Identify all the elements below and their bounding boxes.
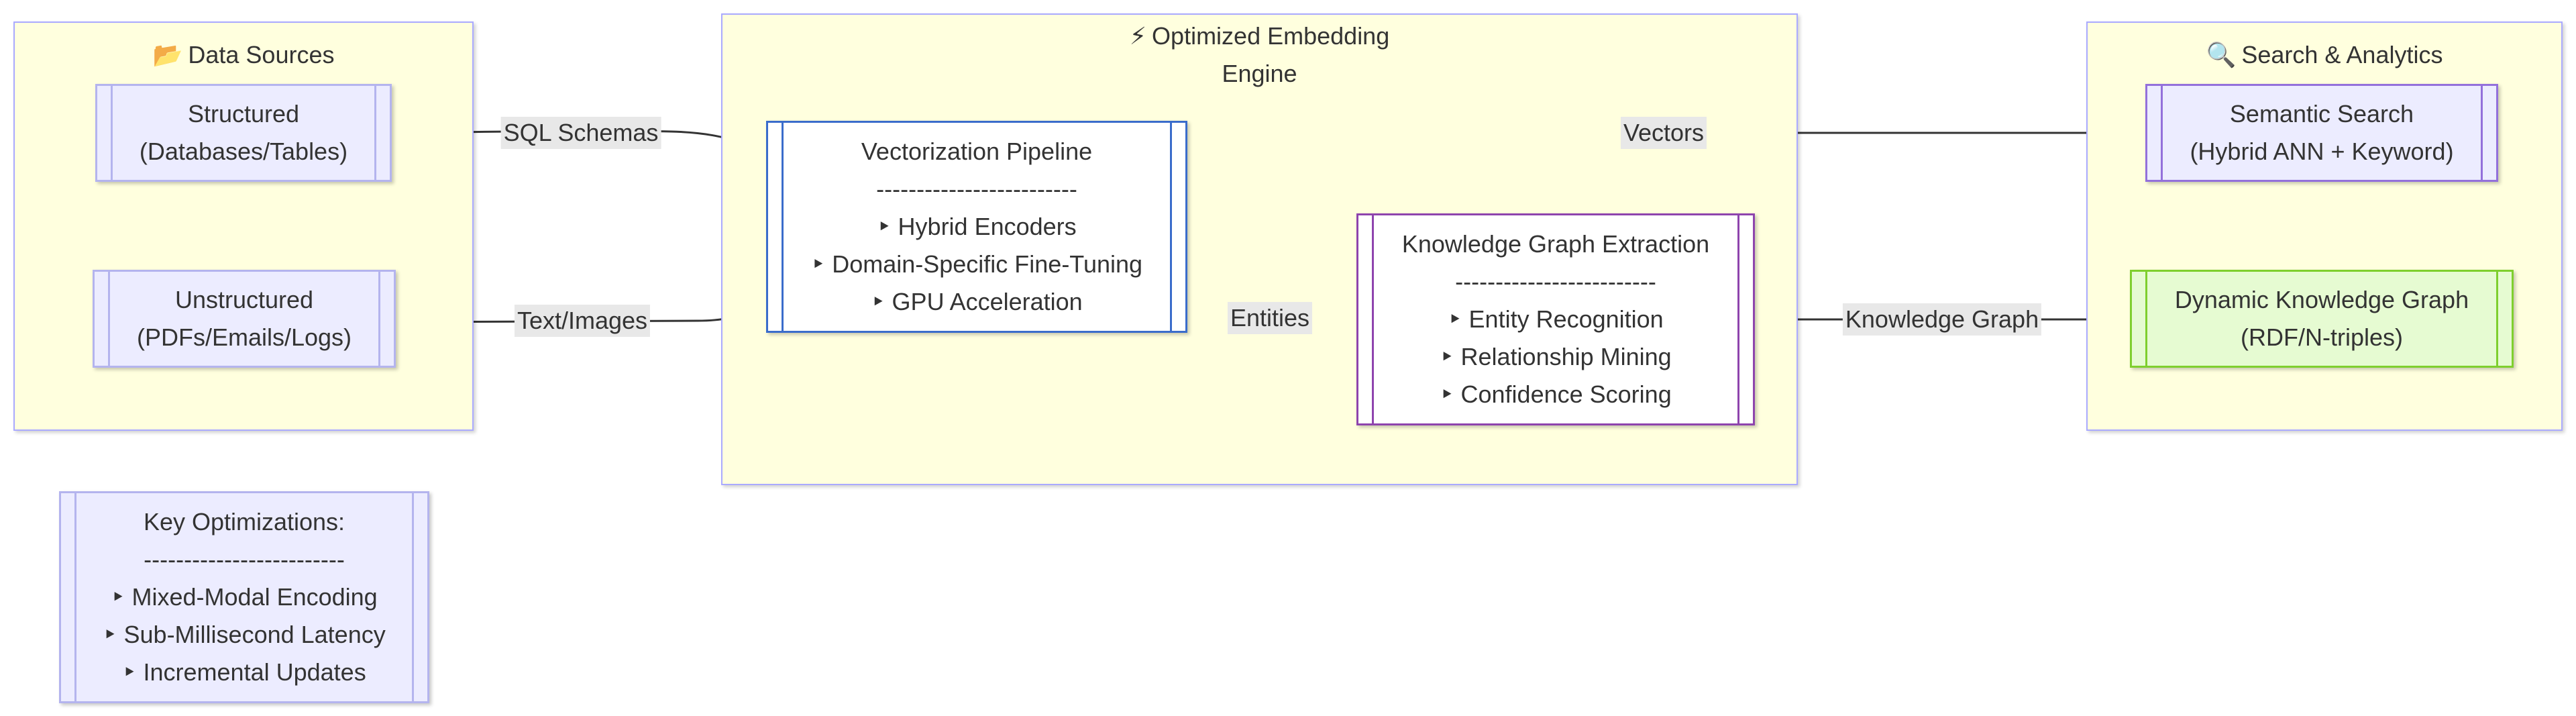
kg-extraction-item: ‣ Entity Recognition — [1448, 305, 1664, 333]
key-optimizations-item: ‣ Mixed-Modal Encoding — [111, 583, 378, 611]
semantic-search-subtitle: (Hybrid ANN + Keyword) — [2190, 138, 2454, 165]
edge-label-vectors: Vectors — [1620, 117, 1707, 149]
edge-label-entities: Entities — [1227, 302, 1313, 334]
cluster-data-sources: 📂Data Sources — [13, 21, 474, 431]
vectorization-item: ‣ GPU Acceleration — [871, 288, 1083, 315]
key-optimizations-title: Key Optimizations: — [143, 508, 345, 535]
node-knowledge-graph-extraction[interactable]: Knowledge Graph Extraction -------------… — [1356, 213, 1755, 425]
edge-label-text-images: Text/Images — [514, 305, 651, 337]
magnifier-icon: 🔍 — [2206, 41, 2237, 68]
kg-extraction-title: Knowledge Graph Extraction — [1401, 230, 1710, 258]
cluster-title-embedding-engine: ⚡Optimized Embedding Engine — [1129, 22, 1390, 87]
vectorization-item: ‣ Domain-Specific Fine-Tuning — [810, 250, 1143, 278]
node-structured-title: Structured — [187, 100, 300, 127]
semantic-search-title: Semantic Search — [2229, 100, 2414, 127]
edge-label-sql-schemas: SQL Schemas — [500, 117, 661, 149]
node-unstructured[interactable]: Unstructured (PDFs/Emails/Logs) — [93, 270, 396, 368]
edge-label-knowledge-graph: Knowledge Graph — [1842, 303, 2042, 336]
node-structured-subtitle: (Databases/Tables) — [139, 138, 348, 165]
kg-extraction-item: ‣ Relationship Mining — [1440, 343, 1672, 370]
kg-extraction-item: ‣ Confidence Scoring — [1440, 380, 1672, 408]
cluster-title-search-analytics: 🔍Search & Analytics — [2206, 41, 2443, 68]
kg-extraction-divider: ------------------------- — [1455, 268, 1656, 295]
vectorization-divider: ------------------------- — [876, 175, 1077, 203]
dynamic-kg-title: Dynamic Knowledge Graph — [2174, 286, 2469, 313]
cluster-search-analytics: 🔍Search & Analytics — [2086, 21, 2563, 431]
node-dynamic-knowledge-graph[interactable]: Dynamic Knowledge Graph (RDF/N-triples) — [2130, 270, 2514, 368]
key-optimizations-item: ‣ Sub-Millisecond Latency — [103, 621, 386, 648]
node-structured[interactable]: Structured (Databases/Tables) — [95, 84, 392, 182]
node-semantic-search[interactable]: Semantic Search (Hybrid ANN + Keyword) — [2145, 84, 2498, 182]
dynamic-kg-subtitle: (RDF/N-triples) — [2241, 323, 2403, 351]
vectorization-item: ‣ Hybrid Encoders — [877, 213, 1077, 240]
vectorization-title: Vectorization Pipeline — [861, 138, 1093, 165]
node-unstructured-subtitle: (PDFs/Emails/Logs) — [136, 323, 352, 351]
key-optimizations-item: ‣ Incremental Updates — [122, 658, 366, 686]
lightning-icon: ⚡ — [1129, 22, 1147, 50]
cluster-title-data-sources: 📂Data Sources — [152, 41, 335, 68]
node-key-optimizations[interactable]: Key Optimizations: ---------------------… — [59, 491, 429, 703]
key-optimizations-divider: ------------------------- — [144, 546, 345, 573]
folder-icon: 📂 — [152, 41, 183, 68]
node-unstructured-title: Unstructured — [174, 286, 314, 313]
node-vectorization-pipeline[interactable]: Vectorization Pipeline -----------------… — [766, 121, 1187, 333]
